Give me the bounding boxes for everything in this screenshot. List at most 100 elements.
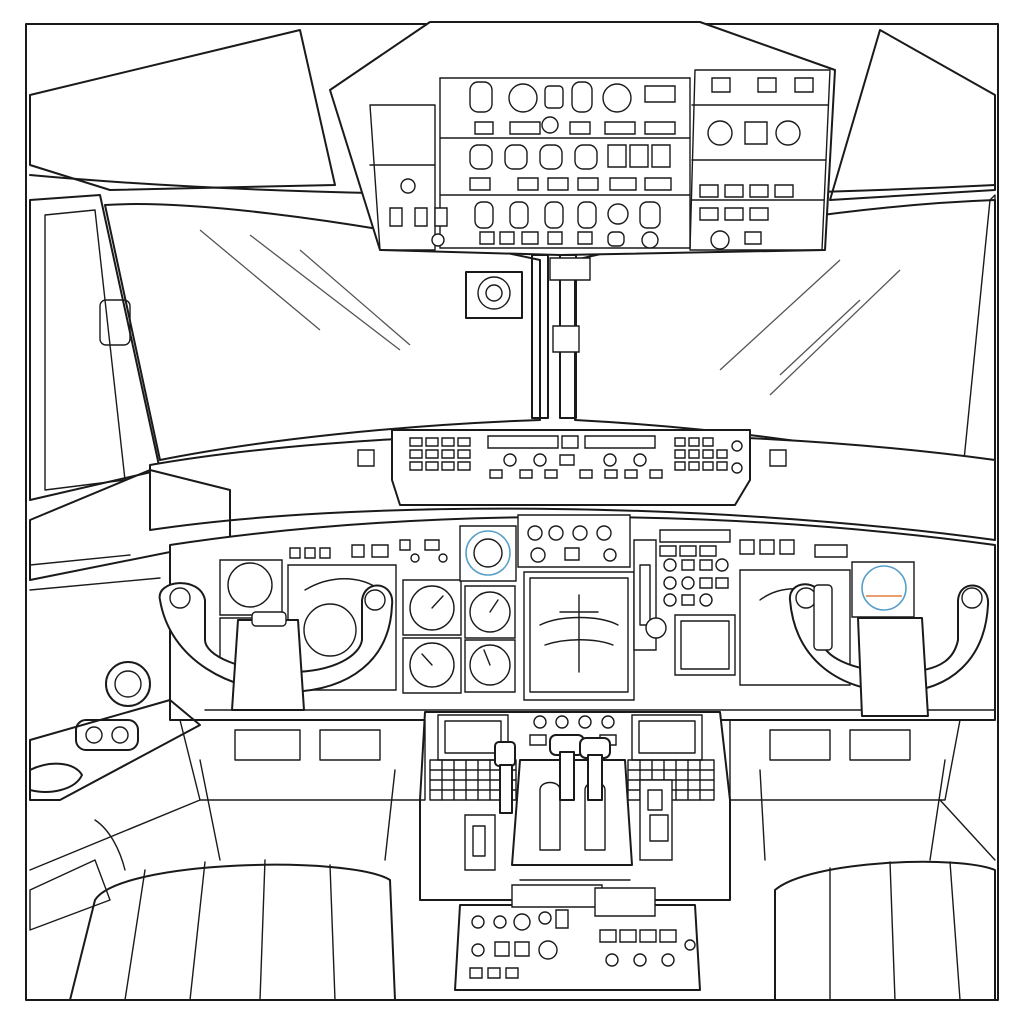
knob-icon[interactable] — [401, 179, 415, 193]
thrust-lever-icon[interactable] — [580, 738, 610, 800]
glareshield-light — [358, 450, 374, 466]
yoke-column — [232, 620, 304, 710]
speed-brake-lever-icon[interactable] — [495, 742, 515, 813]
switch-icon[interactable] — [565, 548, 579, 560]
annunciator-light — [608, 145, 626, 167]
annunciator-light — [500, 232, 514, 244]
annunciator-light — [775, 185, 793, 197]
knob-icon[interactable] — [504, 454, 516, 466]
knob-icon[interactable] — [539, 912, 551, 924]
knob-icon[interactable] — [603, 84, 631, 112]
switch-icon[interactable] — [540, 145, 562, 169]
flap-lever-icon[interactable] — [640, 780, 672, 860]
knob-icon[interactable] — [708, 121, 732, 145]
knob-icon[interactable] — [662, 954, 674, 966]
knob-icon[interactable] — [604, 549, 616, 561]
knob-icon[interactable] — [514, 914, 530, 930]
annunciator-light — [578, 232, 592, 244]
glass-reflection — [300, 250, 410, 345]
knob-icon[interactable] — [432, 234, 444, 246]
annunciator-light — [700, 208, 718, 220]
knob-icon[interactable] — [604, 454, 616, 466]
seat-armrest — [30, 860, 110, 930]
gauge-icon — [470, 592, 510, 632]
knob-icon[interactable] — [606, 954, 618, 966]
switch-icon[interactable] — [575, 145, 597, 169]
switch-icon[interactable] — [510, 202, 528, 228]
attitude-indicator-icon — [304, 604, 356, 656]
knob-icon[interactable] — [494, 916, 506, 928]
knob-icon[interactable] — [642, 232, 658, 248]
annunciator-light — [725, 208, 743, 220]
knob-icon[interactable] — [472, 944, 484, 956]
switch-icon[interactable] — [572, 82, 592, 112]
annunciator-light — [548, 232, 562, 244]
annunciator-light — [578, 178, 598, 190]
knob-icon[interactable] — [711, 231, 729, 249]
fo-yoke-icon[interactable] — [790, 584, 988, 716]
fcu-right-buttons — [675, 438, 742, 473]
armrest — [30, 764, 82, 792]
fcu-display-center — [562, 436, 578, 448]
knob-icon[interactable] — [542, 117, 558, 133]
switch-icon[interactable] — [556, 910, 568, 928]
knob-icon[interactable] — [634, 454, 646, 466]
annunciator-light — [750, 185, 768, 197]
gauge-icon — [470, 645, 510, 685]
switch-icon[interactable] — [640, 202, 660, 228]
window-latch — [100, 300, 130, 345]
switch-icon[interactable] — [390, 208, 402, 226]
knob-icon[interactable] — [509, 84, 537, 112]
knob-icon[interactable] — [646, 618, 666, 638]
switch-icon[interactable] — [560, 455, 574, 465]
fo-seat — [775, 862, 995, 1000]
knob-icon[interactable] — [776, 121, 800, 145]
thrust-lever-icon[interactable] — [550, 735, 584, 800]
switch-icon[interactable] — [352, 545, 364, 557]
right-upper-window — [830, 30, 995, 200]
gauge-icon — [228, 563, 272, 607]
knob-icon[interactable] — [534, 716, 546, 728]
knob-icon[interactable] — [539, 941, 557, 959]
annunciator-light — [480, 232, 494, 244]
switch-icon[interactable] — [372, 545, 388, 557]
knob-icon[interactable] — [534, 454, 546, 466]
fcu-left-buttons — [410, 438, 470, 470]
fo-display-screen-icon — [675, 615, 735, 675]
annunciator-light — [725, 185, 743, 197]
tiller-knob-icon[interactable] — [106, 662, 150, 706]
switch-icon[interactable] — [470, 82, 492, 112]
switch-icon[interactable] — [415, 208, 427, 226]
glass-reflection — [780, 300, 860, 375]
switch-icon[interactable] — [435, 208, 447, 226]
knob-icon[interactable] — [602, 716, 614, 728]
annunciator-light — [750, 208, 768, 220]
knob-icon[interactable] — [472, 916, 484, 928]
glass-reflection — [720, 260, 840, 370]
switch-icon[interactable] — [505, 145, 527, 169]
knob-icon[interactable] — [608, 204, 628, 224]
knob-icon[interactable] — [556, 716, 568, 728]
switch-icon[interactable] — [470, 145, 492, 169]
knob-icon[interactable] — [685, 940, 695, 950]
switch-icon[interactable] — [475, 202, 493, 228]
side-lever[interactable] — [814, 585, 832, 650]
knob-icon[interactable] — [634, 954, 646, 966]
annunciator-light — [510, 122, 540, 134]
switch-icon[interactable] — [578, 202, 596, 228]
left-windshield-pane — [105, 204, 540, 460]
switch-icon[interactable] — [545, 86, 563, 108]
annunciator-light — [645, 178, 671, 190]
annunciator-light — [548, 178, 568, 190]
captain-seat — [30, 860, 395, 1000]
switch-icon[interactable] — [608, 232, 624, 246]
switch-icon[interactable] — [545, 202, 563, 228]
flight-control-unit — [392, 430, 750, 505]
knob-icon[interactable] — [579, 716, 591, 728]
gauge-icon — [410, 586, 454, 630]
glass-reflection — [250, 235, 400, 350]
knob-icon[interactable] — [531, 548, 545, 562]
glass-reflection — [770, 270, 900, 395]
captain-yoke-icon[interactable] — [160, 583, 393, 710]
right-side-window — [960, 195, 995, 500]
